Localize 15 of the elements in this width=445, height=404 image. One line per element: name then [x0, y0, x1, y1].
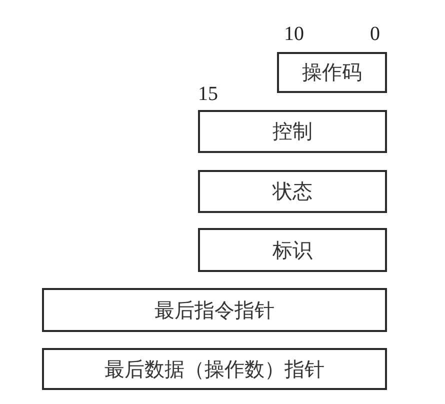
field-label: 最后指令指针	[154, 296, 274, 324]
register-field	[198, 228, 387, 272]
field-label: 最后数据（操作数）指针	[104, 356, 324, 382]
field-label: 控制	[272, 118, 312, 145]
bit-number: 0	[370, 24, 380, 44]
bit-number: 15	[198, 84, 218, 104]
register-field	[42, 348, 387, 390]
bit-number: 10	[284, 24, 304, 44]
field-label: 标识	[272, 236, 312, 264]
field-label: 状态	[272, 178, 312, 205]
register-field	[277, 52, 387, 93]
register-field	[42, 288, 387, 332]
register-field	[198, 110, 387, 153]
register-field	[198, 170, 387, 213]
field-label: 操作码	[302, 59, 362, 86]
